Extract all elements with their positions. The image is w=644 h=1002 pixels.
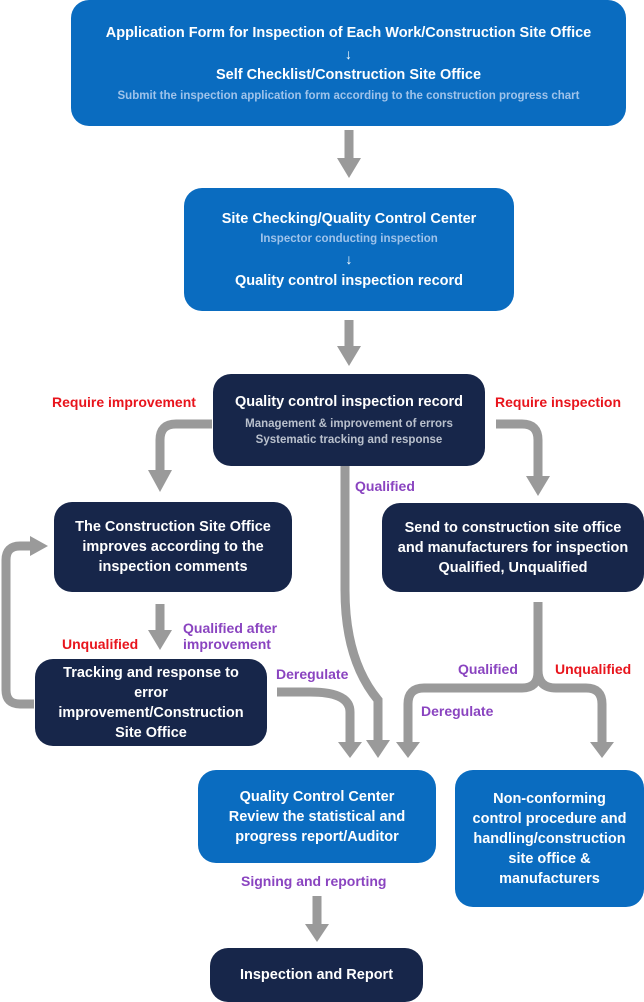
send-to-line: Qualified, Unqualified <box>438 559 588 576</box>
nonconforming-line: control procedure and <box>472 810 627 827</box>
arrowhead-record-qualified <box>366 740 390 758</box>
qcc-review-line: Review the statistical and <box>228 808 406 825</box>
qcc-review-line: Quality Control Center <box>239 788 395 805</box>
qc-record-sub-1: Management & improvement of errors <box>245 418 453 430</box>
site-improves-line: The Construction Site Office <box>75 519 271 535</box>
arrow-send-unqualified <box>533 669 607 744</box>
qualified-right-label: Qualified <box>458 661 518 677</box>
qualified-after-label-1: Qualified after <box>183 620 278 636</box>
application-form-subtitle: Submit the inspection application form a… <box>117 89 580 102</box>
nonconforming-line: handling/construction <box>473 830 626 847</box>
nonconforming-line: manufacturers <box>499 870 600 887</box>
application-form-title: Application Form for Inspection of Each … <box>105 24 592 41</box>
site-checking-box: Site Checking/Quality Control Center Ins… <box>184 188 514 311</box>
arrowhead-send-unqualified <box>590 742 614 758</box>
down-arrow-glyph: ↓ <box>345 45 352 62</box>
qc-record-line: Quality control inspection record <box>234 272 463 289</box>
inspection-report-title: Inspection and Report <box>239 967 394 983</box>
arrow-record-right <box>496 419 543 478</box>
send-to-line: and manufacturers for inspection <box>397 539 629 556</box>
send-to-inspection-box: Send to construction site office and man… <box>382 503 644 592</box>
qcc-review-box: Quality Control Center Review the statis… <box>198 770 436 863</box>
send-to-line: Send to construction site office <box>404 519 622 536</box>
arrow-record-left <box>155 419 212 472</box>
self-checklist-title: Self Checklist/Construction Site Office <box>215 66 482 83</box>
site-checking-subtitle: Inspector conducting inspection <box>260 232 438 245</box>
arrowhead-check-to-record <box>337 346 361 366</box>
down-arrow-glyph: ↓ <box>345 250 353 267</box>
arrowhead-app-to-check <box>337 158 361 178</box>
arrowhead-deregulate-left <box>338 742 362 758</box>
unqualified-right-label: Unqualified <box>555 661 632 677</box>
site-improves-line: improves according to the <box>82 539 264 555</box>
arrow-tracking-loop <box>1 541 34 709</box>
inspection-report-box: Inspection and Report <box>210 948 423 1002</box>
tracking-line: improvement/Construction <box>58 704 244 721</box>
deregulate-right-label: Deregulate <box>421 703 494 719</box>
arrowhead-review-to-report <box>305 924 329 942</box>
qc-record-box: Quality control inspection record Manage… <box>213 374 485 466</box>
arrowhead-record-right <box>526 476 550 496</box>
arrowhead-record-left <box>148 470 172 492</box>
arrow-record-qualified <box>340 466 383 742</box>
nonconforming-box: Non-conforming control procedure and han… <box>455 770 644 907</box>
tracking-line: Tracking and response to error <box>63 664 239 701</box>
site-improves-box: The Construction Site Office improves ac… <box>54 502 292 592</box>
arrowhead-tracking-loop <box>30 536 48 556</box>
nonconforming-line: Non-conforming <box>493 790 606 807</box>
arrow-deregulate-left <box>277 687 355 744</box>
nonconforming-line: site office & <box>508 850 591 867</box>
signing-reporting-label: Signing and reporting <box>241 873 387 889</box>
arrowhead-send-down <box>396 742 420 758</box>
deregulate-left-label: Deregulate <box>276 666 349 682</box>
qcc-review-line: progress report/Auditor <box>235 828 399 845</box>
tracking-line: Site Office <box>115 724 187 741</box>
qualified-center-label: Qualified <box>355 478 415 494</box>
qc-record-title: Quality control inspection record <box>234 394 463 410</box>
application-form-box: Application Form for Inspection of Each … <box>71 0 626 126</box>
site-checking-title: Site Checking/Quality Control Center <box>221 210 477 227</box>
require-improvement-label: Require improvement <box>52 394 196 410</box>
tracking-box: Tracking and response to error improveme… <box>35 659 267 746</box>
require-inspection-label: Require inspection <box>495 394 622 410</box>
arrowhead-improve-to-tracking <box>148 630 172 650</box>
qualified-after-label-2: improvement <box>183 636 271 652</box>
unqualified-left-label: Unqualified <box>62 636 139 652</box>
site-improves-line: inspection comments <box>98 559 248 575</box>
qc-record-sub-2: Systematic tracking and response <box>255 434 443 446</box>
